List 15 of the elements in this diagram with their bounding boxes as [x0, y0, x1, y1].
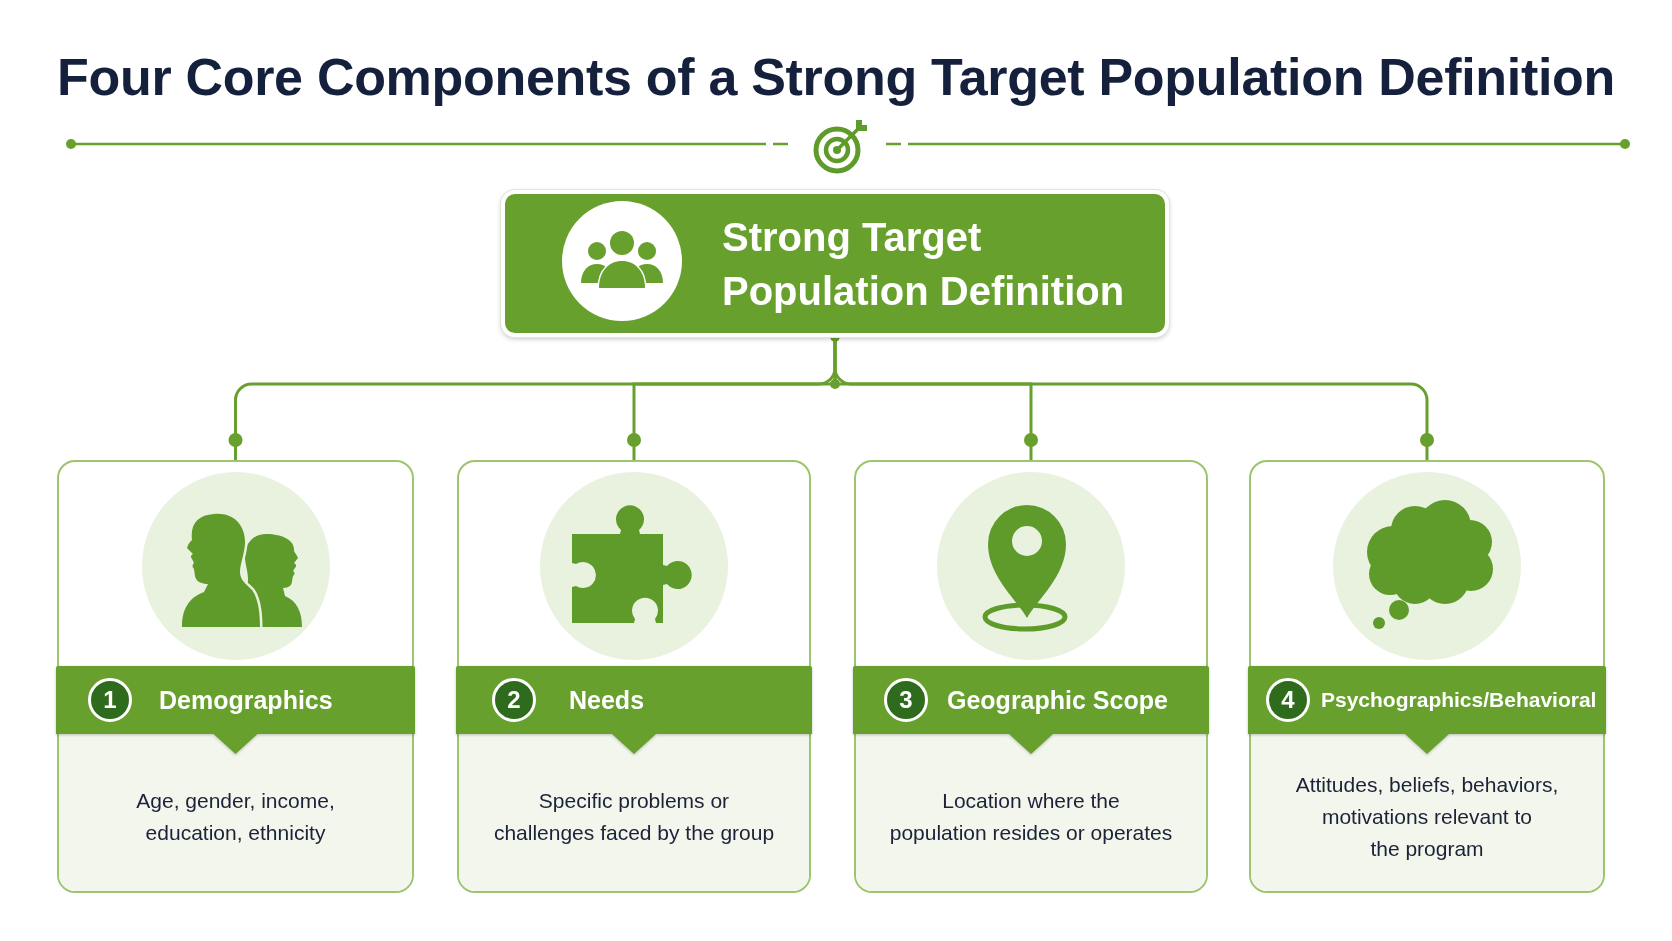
component-card: [854, 460, 1208, 893]
component-card: [1249, 460, 1605, 893]
card-title: Psychographics/Behavioral: [1321, 687, 1597, 713]
hub-title: Strong Target Population Definition: [722, 213, 1125, 315]
card-title: Needs: [569, 685, 645, 715]
card-title: Geographic Scope: [947, 685, 1168, 715]
component-card: [457, 460, 811, 893]
component-card: [57, 460, 414, 893]
diagram-title: Four Core Components of a Strong Target Population Definition: [57, 47, 1615, 108]
card-description: Attitudes, beliefs, behaviors, motivations relevant to the program: [1295, 771, 1559, 862]
card-description: Specific problems or challenges faced by the group: [493, 787, 775, 846]
card-description: Age, gender, income, education, ethnicity: [136, 787, 335, 846]
card-description: Location where the population resides or operates: [889, 787, 1173, 846]
card-title: Demographics: [159, 685, 333, 715]
hub-box: [501, 190, 1169, 337]
